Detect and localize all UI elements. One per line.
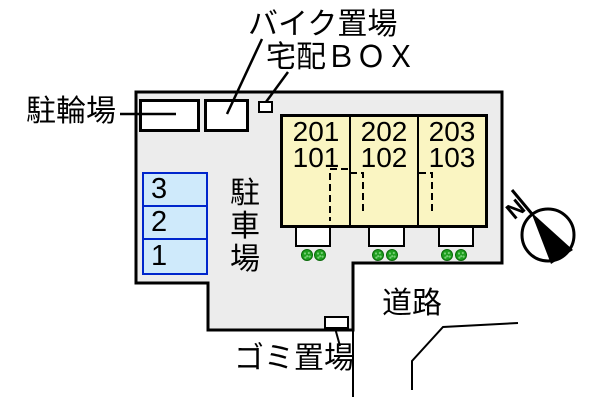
apartment-building: 201 101 202 102 203 103 [280, 114, 488, 228]
entrance-porch [368, 226, 405, 247]
garbage-area-label: ゴミ置場 [234, 342, 354, 375]
unit-202-102: 202 102 [349, 117, 417, 225]
road-edge-line [411, 322, 519, 390]
bicycle-parking-label: 駐輪場 [26, 95, 116, 128]
delivery-box-rect [258, 101, 273, 113]
unit-number-upper: 202 [360, 116, 408, 147]
unit-number-lower: 101 [292, 142, 340, 173]
unit-number-lower: 103 [428, 142, 476, 173]
unit-number-upper: 201 [292, 116, 340, 147]
parking-lot-label: 駐車場 [230, 177, 260, 276]
unit-203-103: 203 103 [417, 117, 485, 225]
bike-parking-rect [204, 99, 249, 132]
parking-space-number: 2 [151, 206, 168, 238]
unit-number-upper: 203 [428, 116, 476, 147]
road-label: 道路 [382, 287, 442, 320]
parking-space-1: 1 [142, 238, 208, 275]
bicycle-parking-rect [139, 99, 200, 132]
parking-space-number: 3 [151, 173, 168, 205]
bike-parking-label: バイク置場 [248, 8, 398, 41]
parking-space-3: 3 [142, 172, 208, 207]
entrance-porch [295, 226, 331, 247]
unit-201-101: 201 101 [283, 117, 349, 225]
parking-space-2: 2 [142, 205, 208, 240]
delivery-box-label: 宅配ＢＯＸ [266, 41, 416, 74]
unit-number-lower: 102 [360, 142, 408, 173]
parking-space-number: 1 [151, 240, 168, 272]
garbage-box-rect [324, 316, 349, 329]
entrance-porch [438, 226, 474, 247]
